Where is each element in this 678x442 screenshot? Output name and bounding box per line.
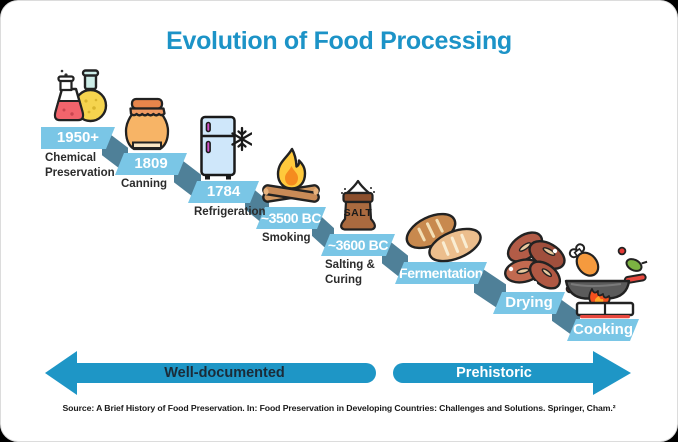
campfire-icon	[259, 147, 323, 207]
step-label: Refrigeration	[194, 206, 266, 218]
page-title: Evolution of Food Processing	[166, 27, 512, 55]
step-band-chemical-preservation: 1950+	[41, 127, 115, 149]
prehistoric-label: Prehistoric	[456, 365, 532, 381]
step-band-refrigeration: 1784	[188, 181, 259, 203]
timeline-right-segment: Prehistoric	[393, 363, 595, 383]
preserve-jar-icon	[123, 97, 171, 155]
step-band-cooking: Cooking	[567, 319, 639, 341]
salt-bag-icon: SALT	[333, 179, 383, 235]
step-band-canning: 1809	[115, 153, 187, 175]
bread-loaves-icon	[399, 207, 487, 263]
step-label: Chemical Preservation	[45, 152, 115, 179]
step-band-smoking: ~3500 BC	[256, 207, 326, 229]
source-citation: Source: A Brief History of Food Preserva…	[62, 403, 616, 413]
salt-bag-label: SALT	[344, 207, 373, 219]
step-label: Salting & Curing	[325, 259, 375, 286]
well-documented-label: Well-documented	[164, 365, 285, 381]
step-band-fermentation: Fermentation	[395, 262, 487, 284]
step-band-drying: Drying	[493, 292, 565, 314]
dried-fruits-icon	[495, 227, 571, 293]
pepper-icon	[625, 258, 648, 272]
refrigerator-icon	[198, 115, 252, 183]
step-band-salting-curing: ~3600 BC	[321, 234, 395, 256]
timeline-left-segment: Well-documented	[73, 363, 376, 383]
step-label: Canning	[121, 178, 167, 190]
chicken-leg-icon	[568, 243, 600, 277]
snowflake-icon	[231, 126, 252, 152]
pan-over-fire-icon	[561, 241, 649, 319]
step-label: Smoking	[262, 232, 311, 244]
right-arrowhead-icon	[593, 351, 631, 395]
chemistry-flasks-icon	[47, 67, 109, 125]
